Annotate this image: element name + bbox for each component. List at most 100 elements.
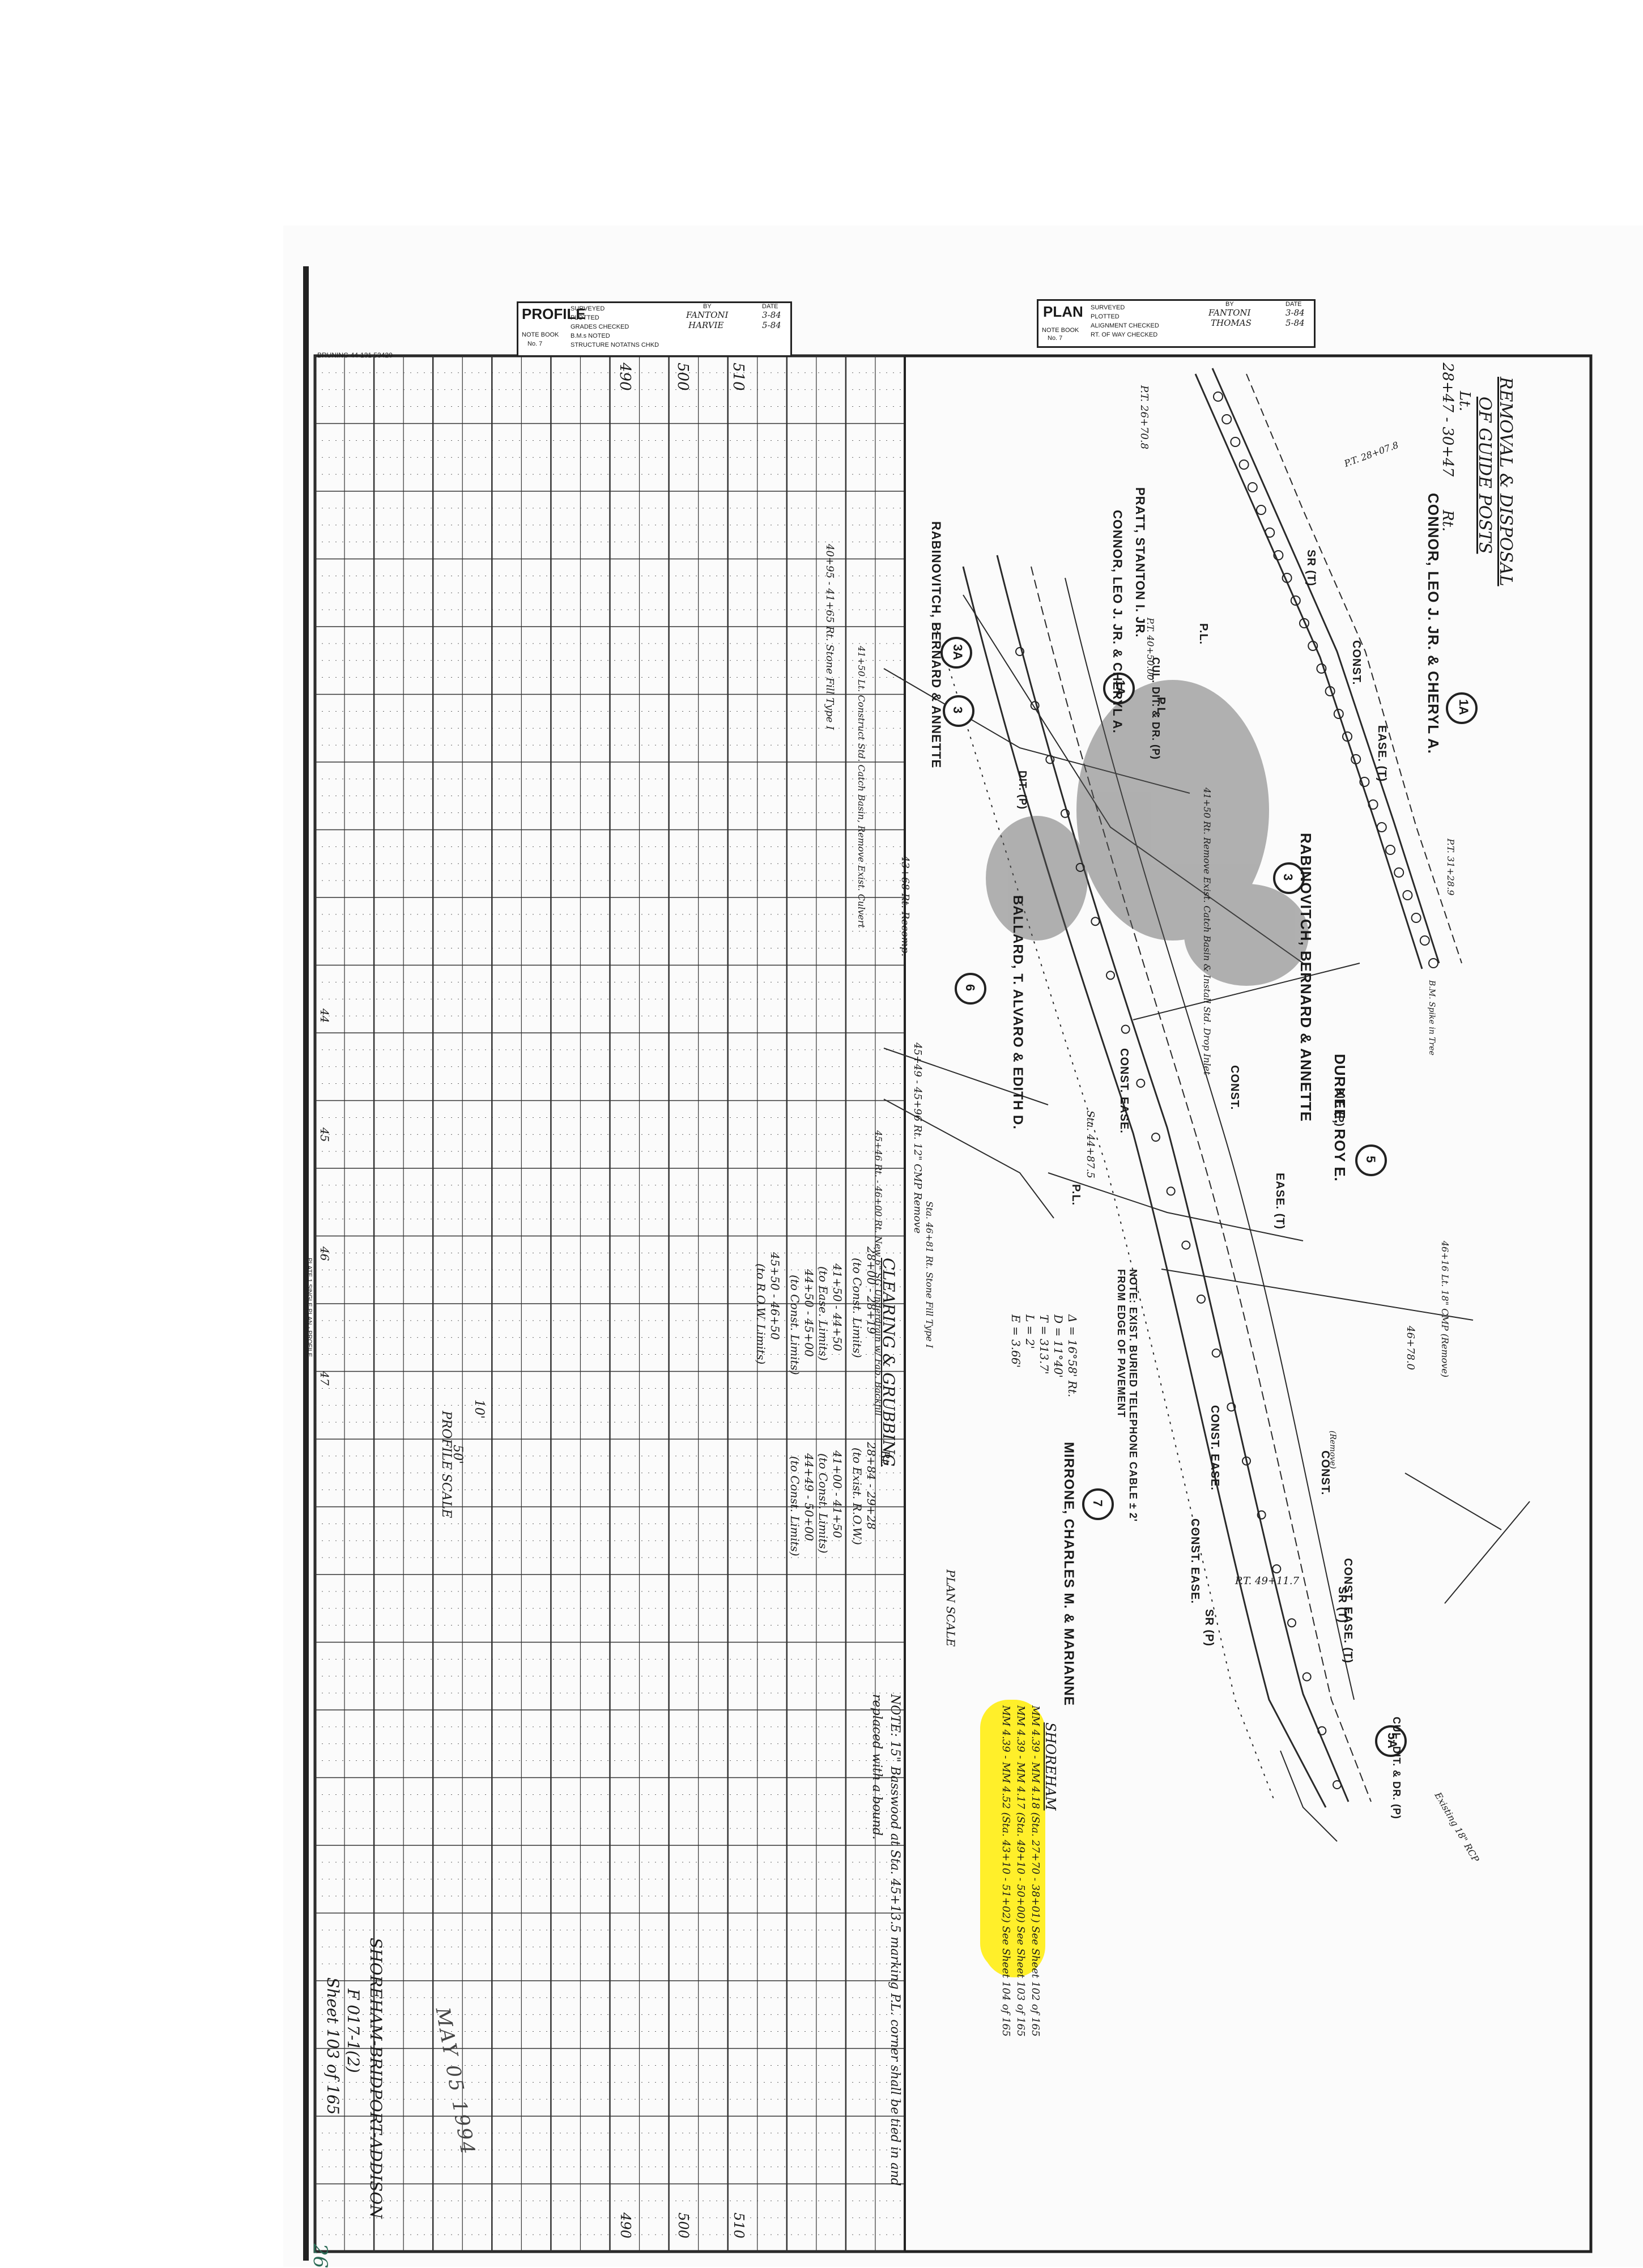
guide-post-marker [1230, 437, 1241, 447]
profile-row-4: B.M.s NOTED [571, 333, 610, 339]
guide-post-marker [1402, 890, 1413, 900]
clearing-rt-2: 28+84 - 29+28 [865, 1442, 878, 1530]
survey-marker [1227, 1402, 1236, 1412]
line-label-const-ease-low: CONST. EASE. [1208, 1405, 1221, 1491]
guide-post-marker [1342, 731, 1352, 742]
parcel-3-label-left: 3 [951, 707, 965, 714]
sheet-reference-highlight [983, 1700, 1045, 1977]
parcel-markers [940, 637, 1478, 1757]
owner-ballard: BALLARD, T. ALVARO & EDITH D. [1010, 895, 1025, 1130]
guide-post-marker [1351, 754, 1361, 764]
clearing-rt-6: 44+49 - 50+00 [802, 1453, 816, 1541]
guide-post-marker [1359, 777, 1370, 787]
elevation-top-490: 490 [616, 363, 633, 391]
profile-by-label: BY [703, 303, 712, 310]
survey-marker [1181, 1240, 1191, 1250]
guide-post-marker [1299, 618, 1309, 628]
line-label-const-ease-mid: CONST. EASE. [1118, 1048, 1130, 1134]
callout-pt-31: P.T. 31+28.9 [1445, 839, 1456, 896]
highlight-line-3: MM 4.39 - MM 4.52 (Sta. 43+10 - 51+02) S… [1000, 1705, 1012, 2037]
corner-note: NOTE: 15" Basswood at Sta. 45+13.5 marki… [870, 1694, 902, 2186]
profile-grid [314, 355, 906, 2252]
guide-post-markers [1015, 392, 1438, 1789]
guide-post-marker [1325, 686, 1335, 696]
callout-41-50-lt: 41+50 Lt. Construct Std. Catch Basin, Re… [856, 646, 867, 928]
survey-marker [1242, 1456, 1251, 1466]
parcel-3a-label: 3A [951, 644, 965, 661]
line-label-cul-dit-low: CUL. DIT. & DR. (P) [1391, 1717, 1402, 1819]
parcel-6-marker [955, 973, 986, 1005]
clearing-lt-4: (to Ease. Limits) [816, 1266, 830, 1361]
station-mark-46: 46 [318, 1246, 331, 1261]
guide-post-marker [1411, 913, 1421, 923]
guide-post-marker [1247, 482, 1258, 492]
line-label-pl-1: P.L. [1197, 623, 1210, 645]
guide-post-marker [1394, 867, 1404, 878]
callout-44-87: Sta. 44+87.5 [1084, 1110, 1096, 1178]
callout-remove: (Remove) [1328, 1431, 1337, 1469]
profile-by-2: HARVIE [688, 320, 724, 330]
removal-range: 28+47 - 30+47 [1439, 363, 1456, 477]
telephone-note: NOTE: EXIST. BURIED TELEPHONE CABLE ± 2'… [1116, 1269, 1139, 1522]
guide-post-marker [1290, 595, 1301, 606]
guide-post-marker [1385, 845, 1395, 855]
paper-sheet [283, 225, 1643, 2267]
guide-post-marker [1221, 414, 1232, 424]
parcel-3-marker-right [1273, 862, 1305, 894]
line-label-dit-left: DIT. (P) [1017, 771, 1028, 810]
survey-marker [1317, 1726, 1327, 1735]
owner-connor-top: CONNOR, LEO J. JR. & CHERYL A. [1425, 493, 1442, 754]
survey-marker [1136, 1078, 1146, 1088]
callout-pt-49: P.T. 49+11.7 [1235, 1575, 1300, 1587]
survey-marker [1197, 1294, 1206, 1304]
guide-post-marker [1238, 459, 1249, 470]
callout-43-68: 43+68 Rt. Recomp. [899, 856, 911, 957]
elevation-top-510: 510 [730, 363, 747, 391]
parcel-1a-marker-mid [1103, 673, 1135, 704]
owner-mirrone: MIRRONE, CHARLES M. & MARIANNE [1061, 1442, 1076, 1706]
highlight-line-2: MM 4.39 - MM 4.17 (Sta. 49+10 - 50+00) S… [1015, 1705, 1027, 2037]
callout-46-16: 46+16 Lt. 18" CMP (Remove) [1440, 1241, 1450, 1378]
plan-row-2: PLOTTED [1091, 313, 1120, 320]
clearing-rt-1: Rt. [879, 1450, 892, 1467]
guide-post-marker [1273, 550, 1284, 560]
line-label-sr-t-low: SR (T) [1336, 1586, 1348, 1623]
guide-post-marker [1333, 709, 1344, 719]
owner-pratt: PRATT, STANTON I. JR. [1133, 487, 1147, 638]
plan-row-4: RT. OF WAY CHECKED [1091, 331, 1158, 338]
survey-marker [1030, 701, 1040, 710]
survey-marker [1166, 1186, 1176, 1196]
plate-text: PLATE 1 SINGLE PLAN - PROFILE [306, 1258, 313, 1358]
clearing-lt-1: 28+00 - 28+19 [865, 1246, 878, 1334]
guide-post-marker [1419, 935, 1430, 946]
callout-46-78: 46+78.0 [1404, 1326, 1416, 1371]
callout-40-95: 40+95 - 41+65 Rt. Stone Fill Type I [824, 544, 836, 730]
parcel-3-label-right: 3 [1281, 874, 1295, 881]
parcel-5a-marker [1375, 1725, 1407, 1757]
guide-post-marker [1282, 573, 1292, 583]
clearing-lt-6: (to Const. Limits) [788, 1275, 802, 1375]
guide-post-marker [1316, 663, 1327, 674]
owner-rabinovitch-right: RABINOVITCH, BERNARD & ANNETTE [1297, 833, 1314, 1122]
callout-pt-26: P.T. 26+70.8 [1138, 385, 1150, 450]
parcel-1a-label-mid: 1A [1113, 680, 1127, 696]
line-label-ease-t-mid: EASE. (T) [1274, 1173, 1286, 1230]
profile-scale-label: PROFILE SCALE [439, 1411, 453, 1518]
survey-marker [1287, 1618, 1296, 1628]
clearing-rt-4: 41+00 - 41+50 [831, 1450, 844, 1538]
clearing-lt-3: 41+50 - 44+50 [831, 1263, 844, 1351]
highlight-line-1: MM 4.39 - MM 4.18 (Sta. 27+70 - 38+01) S… [1029, 1705, 1041, 2037]
removal-title-2: OF GUIDE POSTS [1475, 397, 1495, 554]
guide-post-marker [1308, 641, 1318, 651]
survey-marker [1091, 917, 1100, 926]
profile-title-block: PROFILE SURVEYED PLOTTED GRADES CHECKED … [517, 301, 792, 357]
callout-46-81: Sta. 46+81 Rt. Stone Fill Type I [924, 1201, 935, 1348]
parcel-7-label: 7 [1091, 1500, 1105, 1507]
clearing-lt-8: (to R.O.W. Limits) [754, 1263, 768, 1365]
plan-date-1: 3-84 [1286, 308, 1305, 318]
plan-row-1: SURVEYED [1091, 304, 1125, 311]
profile-date-label: DATE [762, 303, 778, 310]
profile-note-book-no: No. 7 [527, 341, 543, 347]
curve-e: E = 3.66' [1009, 1314, 1023, 1368]
parcel-1a-label: 1A [1457, 699, 1471, 716]
